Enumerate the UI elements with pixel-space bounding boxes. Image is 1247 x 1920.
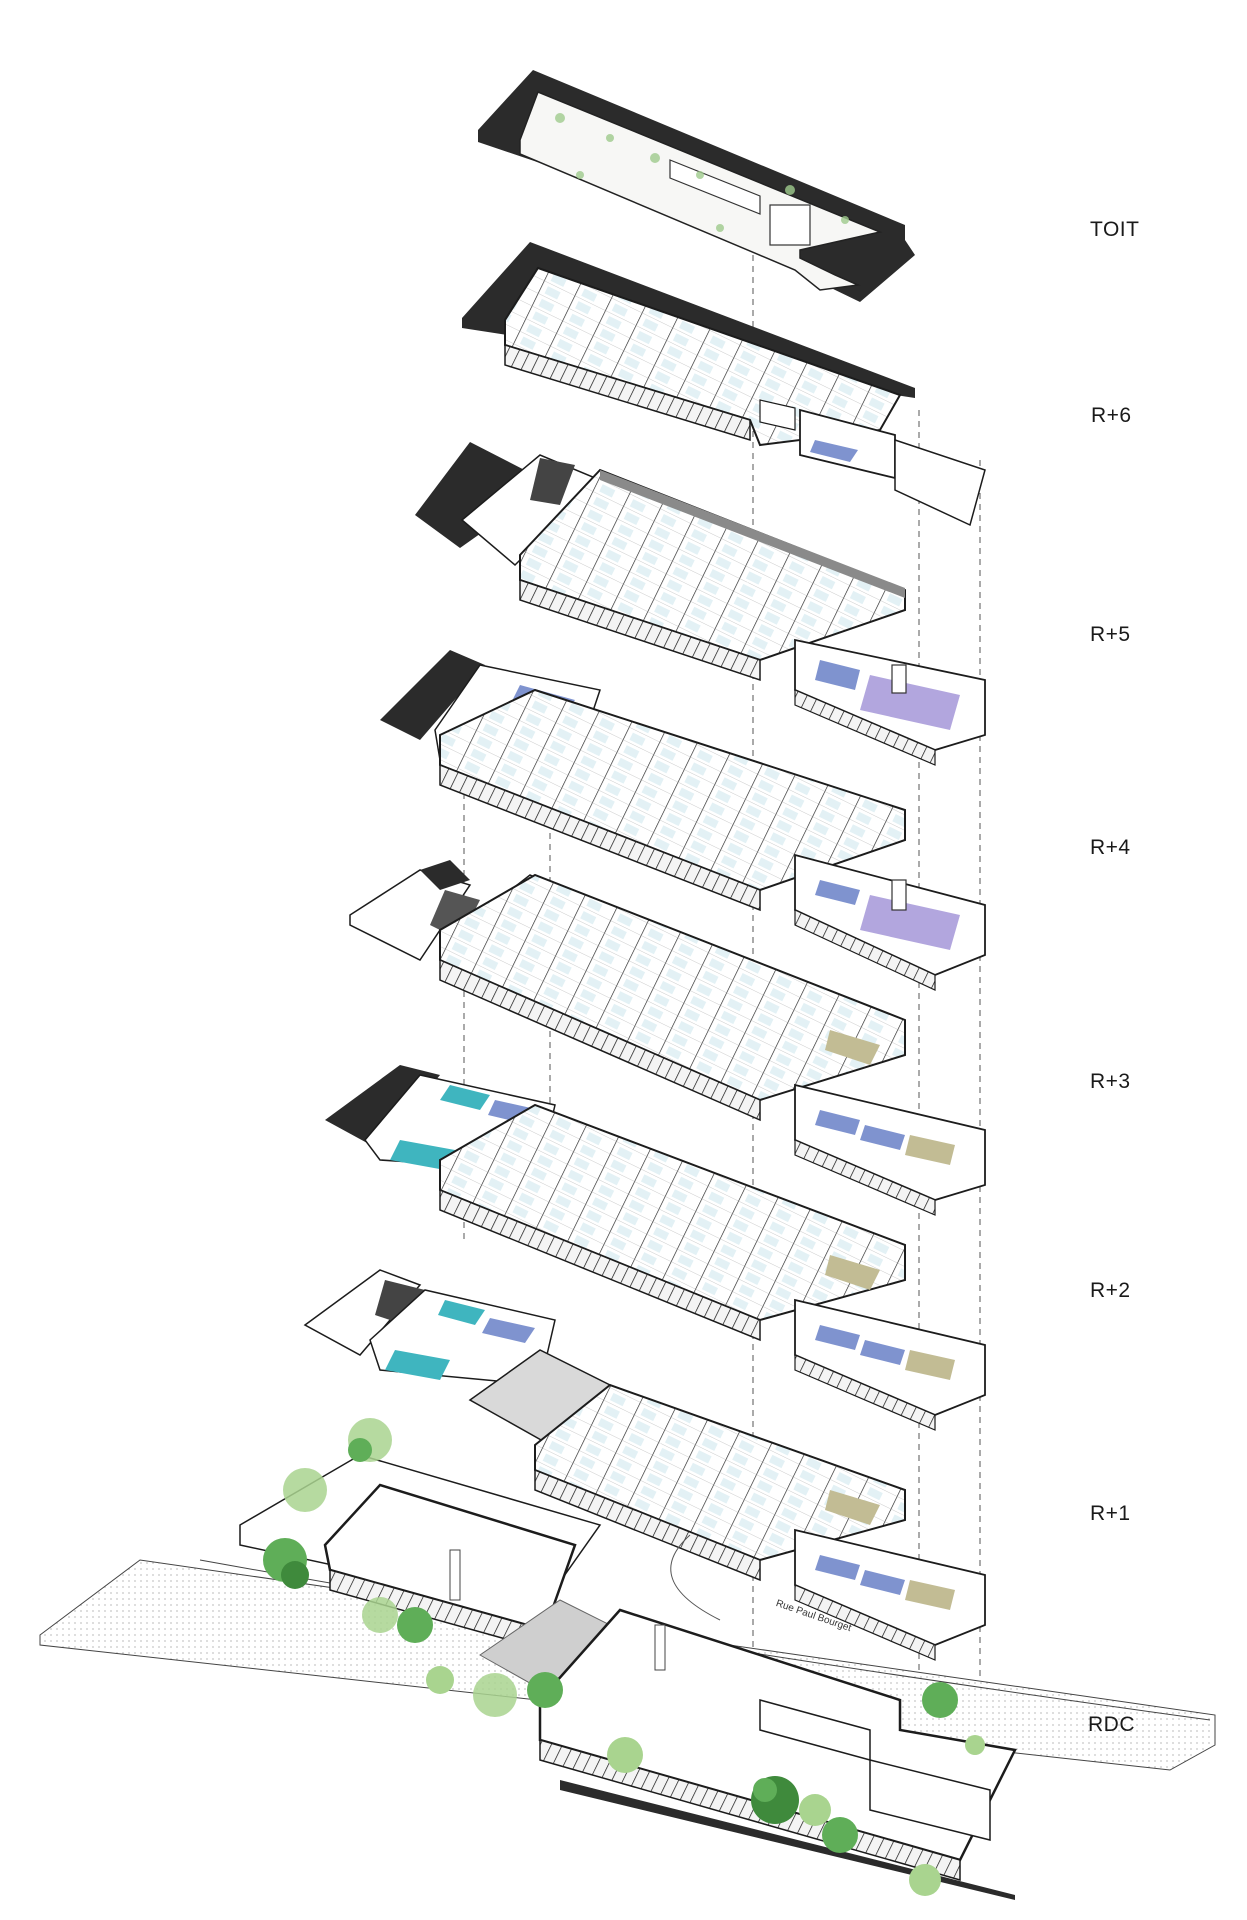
tree [473,1673,517,1717]
floor-toit-plan [478,70,915,302]
tree [909,1864,941,1896]
tree [283,1468,327,1512]
trees [263,1418,985,1896]
floor-label-r5: R+5 [1090,623,1131,646]
floor-label-rdc: RDC [1088,1713,1135,1736]
floor-label-r4: R+4 [1090,836,1131,859]
tree [607,1737,643,1773]
tree [348,1418,392,1462]
tree [426,1666,454,1694]
tree [751,1776,799,1824]
floor-r6-plan [462,242,986,527]
tree [527,1672,563,1708]
floor-label-r6: R+6 [1091,404,1132,427]
tree [922,1682,958,1718]
floor-r5-plan [415,442,986,766]
tree [965,1735,985,1755]
floor-r2-plan [325,1065,986,1431]
floor-r3-plan [349,860,986,1216]
floor-label-toit: TOIT [1090,218,1140,241]
floor-r1-plan [303,1269,986,1661]
tree [822,1817,858,1853]
floor-rdc-plan [39,1454,1216,1900]
floor-label-r2: R+2 [1090,1279,1131,1302]
floor-label-r1: R+1 [1090,1502,1131,1525]
tree [362,1597,398,1633]
floor-label-r3: R+3 [1090,1070,1131,1093]
floor-r4-plan [380,650,986,991]
tree [397,1607,433,1643]
tree [263,1538,309,1589]
tree [799,1794,831,1826]
